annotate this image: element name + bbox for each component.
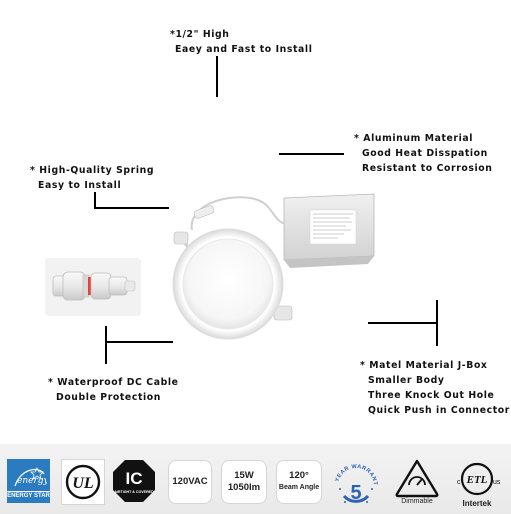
- beam-angle-degrees: 120°: [289, 470, 309, 481]
- warranty-digit: 5: [350, 482, 361, 504]
- dimmable-icon: [395, 459, 439, 497]
- dimmable-label: Dimmable: [401, 497, 433, 505]
- power-badge: 15W 1050lm: [221, 460, 267, 504]
- ic-rated-big: IC: [126, 469, 143, 488]
- callout-height-line1: *1/2" High: [170, 29, 230, 40]
- callout-spring-leader-h: [94, 207, 169, 209]
- energy-star-icon: energy: [13, 466, 47, 486]
- etl-us-mark: us: [493, 479, 501, 486]
- downlight-product-image: [172, 193, 375, 340]
- callout-jbox-leader-v: [436, 300, 438, 346]
- beam-angle-label: Beam Angle: [278, 484, 320, 491]
- energy-star-script: energy: [17, 476, 47, 486]
- callout-spring-line1: * High-Quality Spring: [30, 165, 155, 176]
- callout-cable-leader-h: [105, 341, 173, 343]
- ul-logo-icon: UL: [65, 464, 101, 500]
- callout-cable: * Waterproof DC Cable Double Protection: [48, 375, 179, 405]
- ul-logo-text: UL: [72, 475, 94, 492]
- ic-rated-small: AIRTIGHT & COVERED: [114, 490, 154, 494]
- warranty-icon: YEAR WARRANTY 5: [330, 456, 378, 504]
- warranty-badge: YEAR WARRANTY 5: [330, 456, 382, 508]
- energy-star-label: ENERGY STAR: [7, 492, 50, 499]
- ic-rated-icon: IC AIRTIGHT & COVERED: [113, 460, 155, 502]
- callout-jbox-line1: * Matel Material J-Box: [360, 360, 488, 371]
- power-lumens: 1050lm: [227, 482, 261, 493]
- dimmable-badge: Dimmable: [392, 456, 442, 506]
- callout-height-leader: [216, 56, 218, 97]
- callout-aluminum-line2: Good Heat Disspation: [362, 148, 488, 159]
- callout-aluminum-line1: * Aluminum Material: [354, 133, 474, 144]
- voltage-label: 120VAC: [172, 476, 208, 487]
- callout-height: *1/2" High Eaey and Fast to Install: [170, 27, 312, 57]
- beam-angle-badge: 120° Beam Angle: [276, 460, 322, 504]
- etl-c-mark: c: [457, 479, 461, 486]
- etl-brand-label: Intertek: [462, 498, 492, 508]
- callout-aluminum-leader: [279, 153, 344, 155]
- callout-jbox: * Matel Material J-Box Smaller Body Thre…: [360, 358, 510, 418]
- ic-rated-badge: IC AIRTIGHT & COVERED: [112, 459, 156, 503]
- callout-aluminum: * Aluminum Material Good Heat Disspation…: [354, 131, 493, 176]
- etl-logo-icon: ETL c us: [457, 462, 501, 495]
- waterproof-connector-image: [45, 258, 141, 316]
- callout-jbox-line3: Three Knock Out Hole: [368, 390, 495, 401]
- callout-cable-line1: * Waterproof DC Cable: [48, 377, 179, 388]
- callout-jbox-line2: Smaller Body: [368, 375, 445, 386]
- callout-aluminum-line3: Resistant to Corrosion: [362, 163, 493, 174]
- etl-logo-text: ETL: [466, 474, 488, 486]
- ul-badge: UL: [61, 459, 105, 505]
- power-watts: 15W: [234, 470, 254, 481]
- callout-spring-leader-v: [94, 192, 96, 209]
- voltage-badge: 120VAC: [168, 460, 212, 504]
- callout-jbox-leader-h: [368, 322, 437, 324]
- callout-height-line2: Eaey and Fast to Install: [175, 44, 313, 55]
- callout-cable-line2: Double Protection: [56, 392, 161, 403]
- energy-star-badge: energy ENERGY STAR: [7, 459, 50, 503]
- callout-spring-line2: Easy to Install: [38, 180, 122, 191]
- etl-badge: ETL c us Intertek: [452, 456, 502, 510]
- callout-spring: * High-Quality Spring Easy to Install: [30, 163, 154, 193]
- callout-cable-leader-v: [105, 326, 107, 364]
- callout-jbox-line4: Quick Push in Connector: [368, 405, 510, 416]
